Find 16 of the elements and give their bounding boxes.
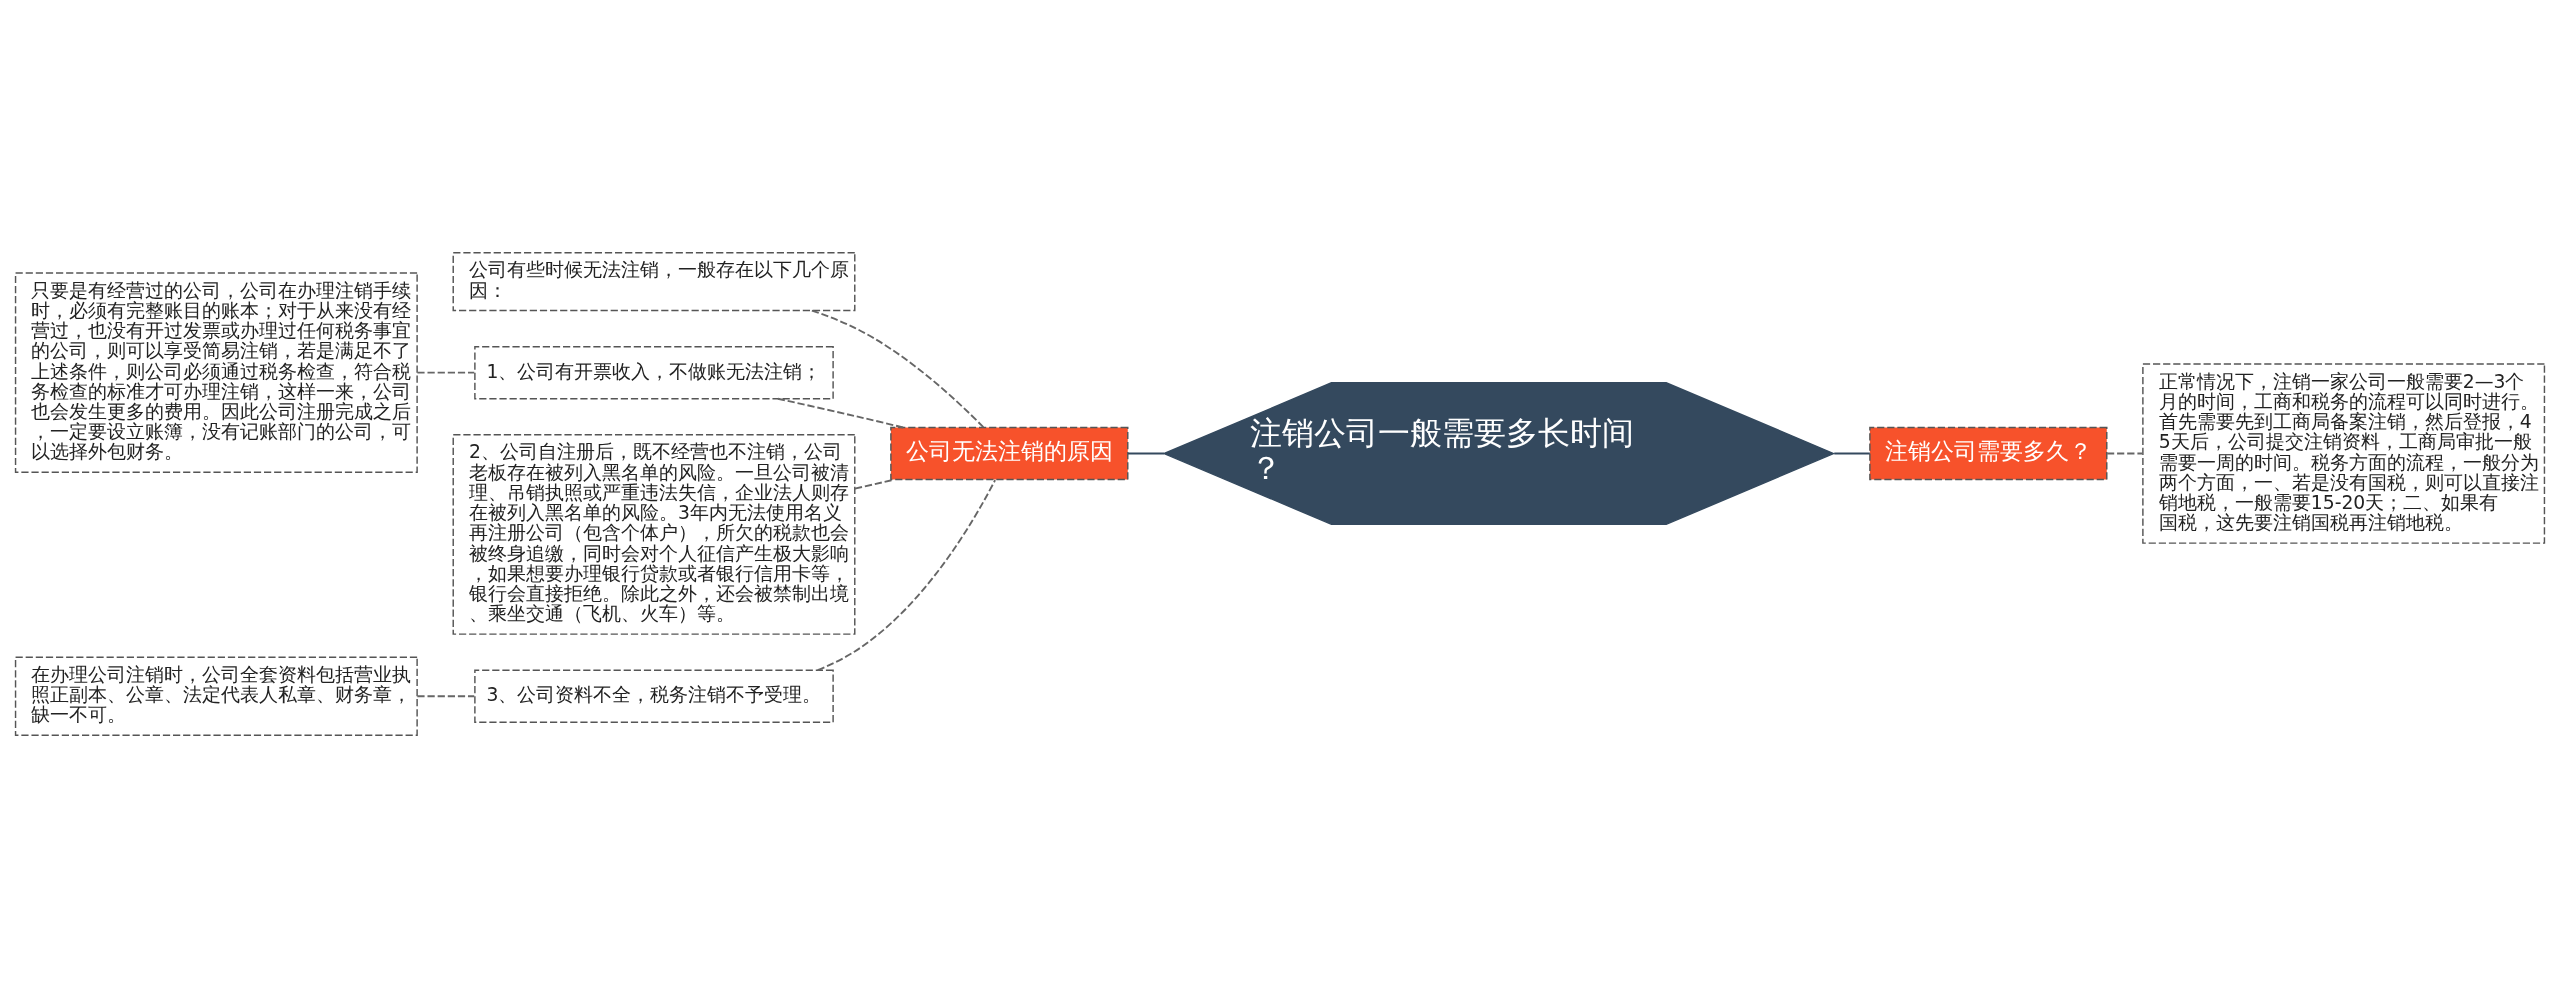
node-box: 1、公司有开票收入，不做账无法注销； [474,345,834,400]
node-box: 公司无法注销的原因 [890,426,1129,481]
connector [1127,452,1165,455]
node-box: 公司有些时候无法注销，一般存在以下几个原因： [452,252,856,312]
connector [2106,452,2144,455]
connector [416,695,476,698]
connector [776,397,905,429]
node-box: 3、公司资料不全，税务注销不予受理。 [474,669,834,723]
node-box: 只要是有经营过的公司，公司在办理注销手续时，必须有完整账目的账本；对于从来没有经营过，也没有开过发票或办理过任何税务事宜的公司，则可以享受简易注销，若是满足不了上述条件，则公司必须通过税务检查，符合税务检查的标准才可办理注销，这样一来，公司也会发生更多的费用。因此公司注册完成之后，一定要设立账簿，没有记账部门的公司，可以选择外包财务。 [14,272,418,474]
node-box: 2、公司自注册后，既不经营也不注销，公司老板存在被列入黑名单的风险。一旦公司被清理、吊销执照或严重违法失信，企业法人则存在被列入黑名单的风险。3年内无法使用名义再注册公司（包含个体户），所欠的税款也会被终身追缴，同时会对个人征信产生极大影响，如果想要办理银行贷款或者银行信用卡等，银行会直接拒绝。除此之外，还会被禁制出境、乘坐交通（飞机、火车）等。 [452,434,856,635]
connector [1833,452,1871,455]
node-box: 注销公司需要多久？ [1869,426,2108,481]
connector [816,479,997,671]
connector [416,371,476,374]
node-box: 正常情况下，注销一家公司一般需要2—3个月的时间，工商和税务的流程可以同时进行。首先需要先到工商局备案注销，然后登报，45天后，公司提交注销资料，工商局审批一般需要一周的时间。税务方面的流程，一般分为两个方面，一、若是没有国税，则可以直接注销地税，一般需要15-20天；二、如果有国税，这先要注销国税再注销地税。 [2142,363,2546,544]
node-box: 在办理公司注销时，公司全套资料包括营业执照正副本、公章、法定代表人私章、财务章，缺一不可。 [14,656,418,736]
